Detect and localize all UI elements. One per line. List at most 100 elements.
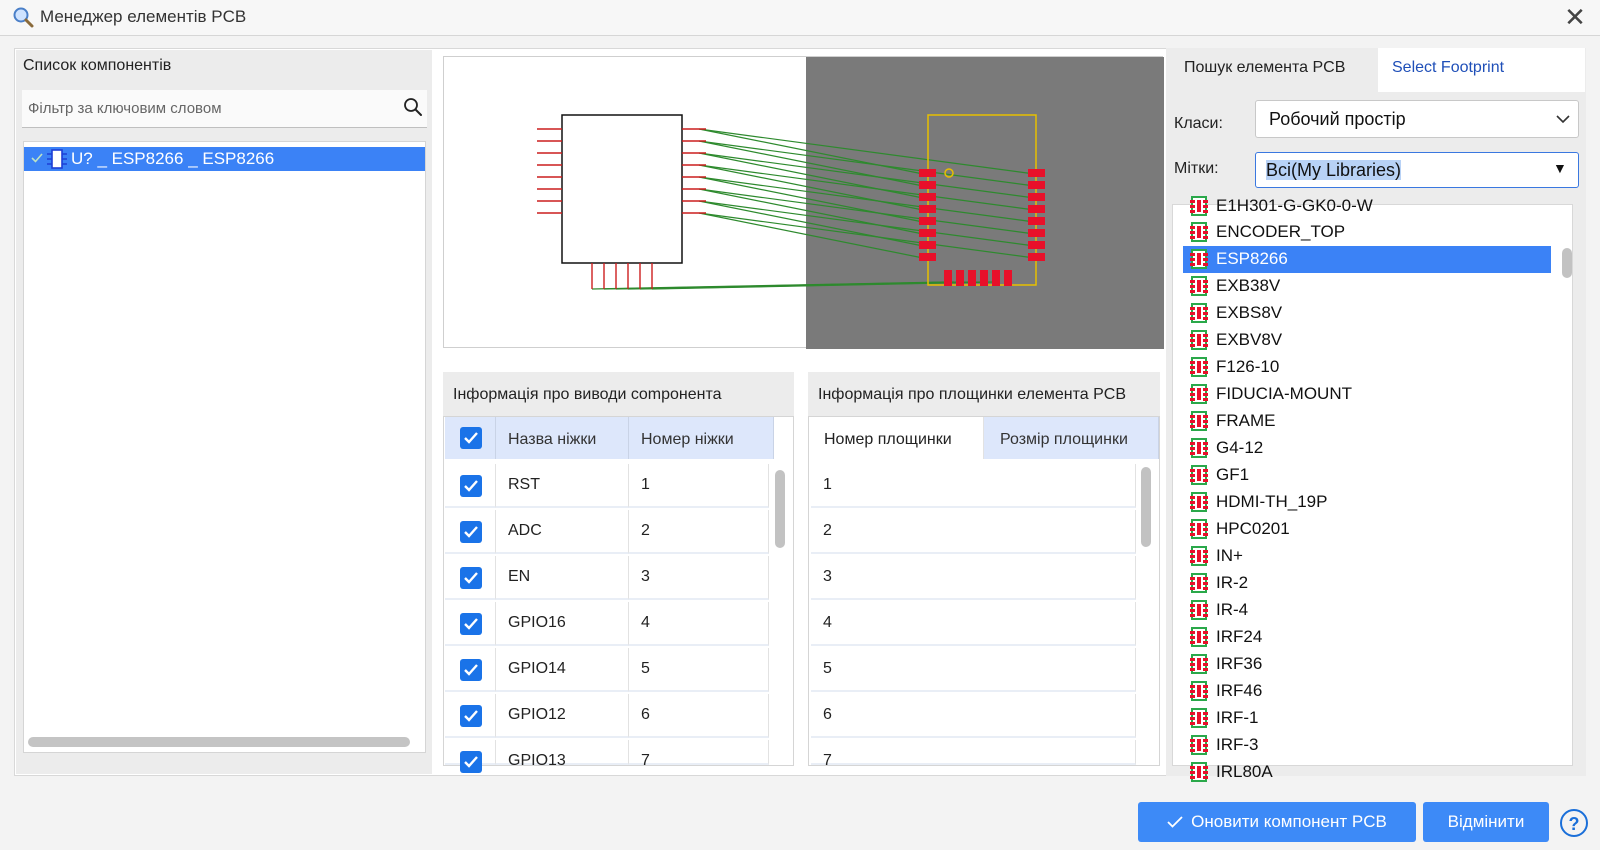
footprint-label: IRF-1 <box>1216 708 1259 727</box>
pin-check-cell <box>445 510 496 554</box>
footprint-item[interactable]: HDMI-TH_19P <box>1183 489 1551 516</box>
footprint-item[interactable]: ESP8266 <box>1183 246 1551 273</box>
footprint-label: FIDUCIA-MOUNT <box>1216 384 1352 403</box>
pad-number-cell[interactable]: 2 <box>811 510 1136 554</box>
checkbox-icon[interactable] <box>460 475 482 497</box>
footprint-item[interactable]: IN+ <box>1183 543 1551 570</box>
pad-table-scrollbar[interactable] <box>1141 467 1151 547</box>
tab-search-footprint[interactable]: Пошук елемента PCB <box>1174 48 1378 92</box>
footprint-item[interactable]: IRL80A <box>1183 759 1551 786</box>
footprint-item[interactable]: G4-12 <box>1183 435 1551 462</box>
window-title: Менеджер елементів PCB <box>40 7 247 26</box>
checkbox-icon[interactable] <box>460 751 482 773</box>
pad-number-cell[interactable]: 3 <box>811 556 1136 600</box>
footprint-item[interactable]: EXBV8V <box>1183 327 1551 354</box>
update-component-button[interactable]: Оновити компонент PCB <box>1138 802 1416 842</box>
footprint-icon <box>1190 681 1208 701</box>
pin-number-cell: 1 <box>629 464 769 508</box>
pin-check-cell <box>445 648 496 692</box>
pad-number-cell[interactable]: 1 <box>811 464 1136 508</box>
search-icon[interactable] <box>402 96 424 118</box>
pin-name-cell: ADC <box>496 510 629 554</box>
footprint-label: ENCODER_TOP <box>1216 222 1346 241</box>
footprint-icon <box>1190 627 1208 647</box>
footprint-icon <box>1190 465 1208 485</box>
component-tree <box>23 141 426 753</box>
tab-select-footprint[interactable]: Select Footprint <box>1378 48 1585 92</box>
footprint-label: IRF36 <box>1216 654 1263 673</box>
footprint-label: IR-4 <box>1216 600 1249 619</box>
footprint-item[interactable]: FRAME <box>1183 408 1551 435</box>
classes-select[interactable]: Робочий простір <box>1255 100 1579 138</box>
footprint-item[interactable]: IRF24 <box>1183 624 1551 651</box>
footprint-label: IRL80A <box>1216 762 1273 781</box>
pad-number-cell[interactable]: 5 <box>811 648 1136 692</box>
footprint-icon <box>1190 411 1208 431</box>
footprint-label: HPC0201 <box>1216 519 1290 538</box>
footprint-item[interactable]: IRF-3 <box>1183 732 1551 759</box>
footprint-label: IR-2 <box>1216 573 1249 592</box>
checkbox-icon[interactable] <box>460 521 482 543</box>
component-icon <box>47 149 67 169</box>
footprint-item[interactable]: EXBS8V <box>1183 300 1551 327</box>
footprint-item[interactable]: E1H301-G-GK0-0-W <box>1183 193 1551 220</box>
select-all-checkbox[interactable] <box>460 427 482 449</box>
footprint-item[interactable]: GF1 <box>1183 462 1551 489</box>
title-bar <box>0 0 1600 36</box>
footprint-icon <box>1190 249 1208 269</box>
col-pad-size[interactable]: Розмір площинки <box>984 417 1159 459</box>
footprint-icon <box>1190 546 1208 566</box>
footprint-label: F126-10 <box>1216 357 1280 376</box>
pin-table-scrollbar[interactable] <box>775 470 785 548</box>
footprint-item[interactable]: FIDUCIA-MOUNT <box>1183 381 1551 408</box>
footprint-item[interactable]: EXB38V <box>1183 273 1551 300</box>
pin-name-cell: GPIO12 <box>496 694 629 738</box>
footprint-label: IRF24 <box>1216 627 1263 646</box>
col-pin-name[interactable]: Назва ніжки <box>496 417 629 459</box>
horizontal-scrollbar[interactable] <box>28 737 410 747</box>
pad-number-cell[interactable]: 7 <box>811 740 1136 769</box>
footprint-item[interactable]: ENCODER_TOP <box>1183 219 1551 246</box>
footprint-list-scrollbar[interactable] <box>1562 248 1572 278</box>
footprint-icon <box>1190 196 1208 216</box>
footprint-list: E1H301-G-GK0-0-W ENCODER_TOP ESP8266 <box>1172 196 1573 782</box>
checkbox-icon[interactable] <box>460 613 482 635</box>
close-icon[interactable]: ✕ <box>1564 2 1586 32</box>
pad-number-cell[interactable]: 6 <box>811 694 1136 738</box>
footprint-icon <box>1190 492 1208 512</box>
footprint-label: HDMI-TH_19P <box>1216 492 1328 511</box>
pin-number-cell: 5 <box>629 648 769 692</box>
footprint-item[interactable]: IRF46 <box>1183 678 1551 705</box>
footprint-label: IRF-3 <box>1216 735 1259 754</box>
footprint-item[interactable]: HPC0201 <box>1183 516 1551 543</box>
tree-item-label: U? _ ESP8266 _ ESP8266 <box>71 149 275 168</box>
col-pin-number[interactable]: Номер ніжки <box>629 417 774 459</box>
footprint-label: G4-12 <box>1216 438 1264 457</box>
filter-input[interactable] <box>22 90 427 128</box>
tree-item-esp8266[interactable]: U? _ ESP8266 _ ESP8266 <box>24 147 425 171</box>
col-pad-number[interactable]: Номер площинки <box>810 417 984 459</box>
pin-number-cell: 4 <box>629 602 769 646</box>
pin-check-cell <box>445 556 496 600</box>
footprint-item[interactable]: IR-4 <box>1183 597 1551 624</box>
help-icon[interactable]: ? <box>1560 809 1588 837</box>
checkbox-icon[interactable] <box>460 659 482 681</box>
pin-name-cell: RST <box>496 464 629 508</box>
pin-check-cell <box>445 464 496 508</box>
checkbox-icon[interactable] <box>460 705 482 727</box>
footprint-label: IRF46 <box>1216 681 1263 700</box>
pad-number-cell[interactable]: 4 <box>811 602 1136 646</box>
pin-number-cell: 6 <box>629 694 769 738</box>
check-icon <box>31 153 43 163</box>
tags-select[interactable]: Всі(My Libraries) ▼ <box>1255 152 1579 188</box>
cancel-button[interactable]: Відмінити <box>1423 802 1549 842</box>
checkbox-icon[interactable] <box>460 567 482 589</box>
footprint-item[interactable]: F126-10 <box>1183 354 1551 381</box>
tags-label: Мітки: <box>1174 160 1219 177</box>
pin-check-cell <box>445 740 496 773</box>
footprint-item[interactable]: IR-2 <box>1183 570 1551 597</box>
footprint-item[interactable]: IRF-1 <box>1183 705 1551 732</box>
pad-info-header: Інформація про площинки елемента PCB <box>808 372 1160 416</box>
footprint-item[interactable]: IRF36 <box>1183 651 1551 678</box>
footprint-label: EXB38V <box>1216 276 1281 295</box>
